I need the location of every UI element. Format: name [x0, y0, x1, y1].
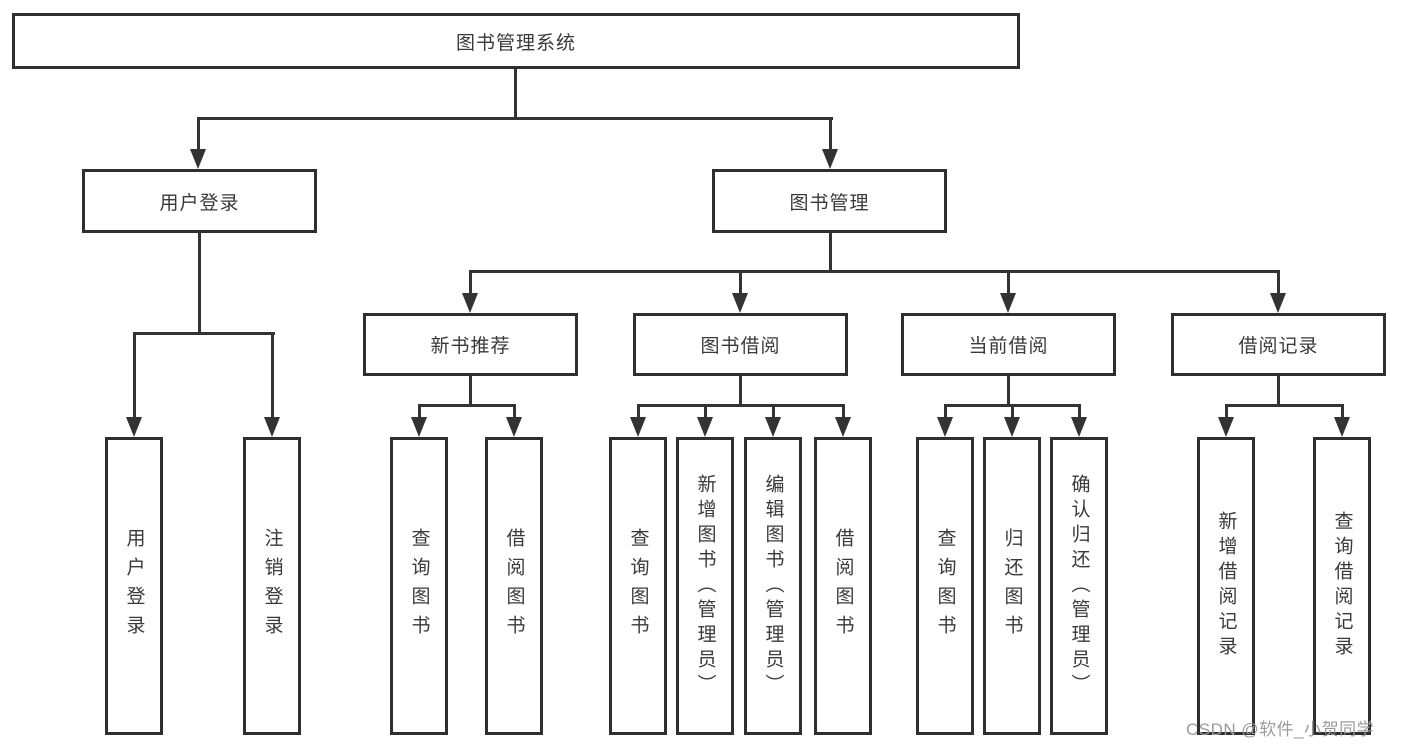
leaf-user-login-label: 用户登录 [123, 528, 145, 644]
leaf-query-borrow-record-label: 查询借阅记录 [1331, 511, 1353, 661]
leaf-current-query-book-label: 查询图书 [934, 528, 956, 644]
leaf-add-borrow-record-label: 新增借阅记录 [1215, 511, 1237, 661]
leaf-query-borrow-record: 查询借阅记录 [1313, 437, 1371, 735]
arrow-down-icon [411, 417, 427, 437]
node-current-borrow: 当前借阅 [901, 313, 1116, 376]
leaf-edit-book-admin: 编辑图书（管理员） [744, 437, 802, 735]
arrow-down-icon [765, 417, 781, 437]
node-current-borrow-label: 当前借阅 [968, 336, 1049, 357]
leaf-return-book: 归还图书 [983, 437, 1041, 735]
arrow-down-icon [937, 417, 953, 437]
arrow-down-icon [1004, 417, 1020, 437]
connector-root-drop-right [829, 117, 832, 153]
node-root: 图书管理系统 [12, 13, 1020, 69]
leaf-current-query-book: 查询图书 [916, 437, 974, 735]
leaf-recommend-query-book-label: 查询图书 [408, 528, 430, 644]
node-book-management-label: 图书管理 [789, 192, 870, 214]
connector-recommend-drop-1 [418, 404, 421, 420]
leaf-return-book-label: 归还图书 [1001, 528, 1023, 644]
node-borrow-record-label: 借阅记录 [1238, 336, 1319, 357]
leaf-logout: 注销登录 [243, 437, 301, 735]
connector-current-stem [1007, 376, 1010, 407]
connector-borrow-drop-1 [637, 404, 640, 420]
arrow-down-icon [732, 293, 748, 313]
connector-borrow-rail [637, 404, 845, 407]
leaf-borrow-book: 借阅图书 [814, 437, 872, 735]
connector-record-stem [1277, 376, 1280, 407]
connector-userlogin-stem [198, 233, 201, 334]
node-new-book-recommend: 新书推荐 [363, 313, 578, 376]
arrow-down-icon [835, 417, 851, 437]
connector-current-drop-1 [944, 404, 947, 420]
arrow-down-icon [1218, 417, 1234, 437]
connector-recommend-stem [469, 376, 472, 407]
leaf-confirm-return-admin-label: 确认归还（管理员） [1068, 473, 1090, 699]
leaf-add-book-admin: 新增图书（管理员） [676, 437, 734, 735]
leaf-borrow-book-label: 借阅图书 [832, 528, 854, 644]
connector-recommend-rail [418, 404, 516, 407]
leaf-edit-book-admin-label: 编辑图书（管理员） [762, 473, 784, 699]
leaf-add-borrow-record: 新增借阅记录 [1197, 437, 1255, 735]
node-root-label: 图书管理系统 [455, 32, 576, 54]
connector-bookmgmt-drop-3 [1007, 270, 1010, 296]
connector-bookmgmt-drop-2 [739, 270, 742, 296]
connector-current-drop-2 [1011, 404, 1014, 420]
arrow-down-icon [697, 417, 713, 437]
csdn-watermark: CSDN @软件_小贺同学 [1186, 720, 1375, 739]
arrow-down-icon [1270, 293, 1286, 313]
arrow-down-icon [1000, 293, 1016, 313]
leaf-recommend-borrow-book: 借阅图书 [485, 437, 543, 735]
arrow-down-icon [126, 417, 142, 437]
leaf-borrow-query-book: 查询图书 [609, 437, 667, 735]
node-book-borrow: 图书借阅 [633, 313, 848, 376]
node-new-book-recommend-label: 新书推荐 [430, 336, 511, 357]
connector-bookmgmt-drop-4 [1277, 270, 1280, 296]
connector-record-drop-1 [1225, 404, 1228, 420]
connector-bookmgmt-drop-1 [469, 270, 472, 296]
arrow-down-icon [822, 149, 838, 169]
connector-bookmgmt-rail [469, 270, 1280, 273]
leaf-borrow-query-book-label: 查询图书 [627, 528, 649, 644]
connector-current-drop-3 [1078, 404, 1081, 420]
arrow-down-icon [190, 149, 206, 169]
leaf-add-book-admin-label: 新增图书（管理员） [694, 473, 716, 699]
node-book-management: 图书管理 [712, 169, 947, 233]
leaf-confirm-return-admin: 确认归还（管理员） [1050, 437, 1108, 735]
node-borrow-record: 借阅记录 [1171, 313, 1386, 376]
connector-root-drop-left [197, 117, 200, 153]
connector-userlogin-drop-1 [133, 332, 136, 420]
arrow-down-icon [462, 293, 478, 313]
connector-borrow-drop-4 [842, 404, 845, 420]
connector-borrow-drop-2 [704, 404, 707, 420]
connector-recommend-drop-2 [513, 404, 516, 420]
connector-borrow-drop-3 [772, 404, 775, 420]
node-user-login-label: 用户登录 [159, 192, 240, 214]
connector-record-rail [1225, 404, 1344, 407]
leaf-recommend-query-book: 查询图书 [390, 437, 448, 735]
arrow-down-icon [264, 417, 280, 437]
connector-root-stem [514, 69, 517, 120]
arrow-down-icon [630, 417, 646, 437]
connector-borrow-stem [739, 376, 742, 407]
connector-root-rail [197, 117, 833, 120]
leaf-recommend-borrow-book-label: 借阅图书 [503, 528, 525, 644]
connector-record-drop-2 [1341, 404, 1344, 420]
connector-bookmgmt-stem [829, 233, 832, 272]
node-user-login: 用户登录 [82, 169, 317, 233]
connector-userlogin-rail [133, 332, 275, 335]
node-book-borrow-label: 图书借阅 [700, 336, 781, 357]
leaf-user-login: 用户登录 [105, 437, 163, 735]
leaf-logout-label: 注销登录 [261, 528, 283, 644]
arrow-down-icon [1071, 417, 1087, 437]
arrow-down-icon [506, 417, 522, 437]
arrow-down-icon [1334, 417, 1350, 437]
connector-userlogin-drop-2 [271, 332, 274, 420]
